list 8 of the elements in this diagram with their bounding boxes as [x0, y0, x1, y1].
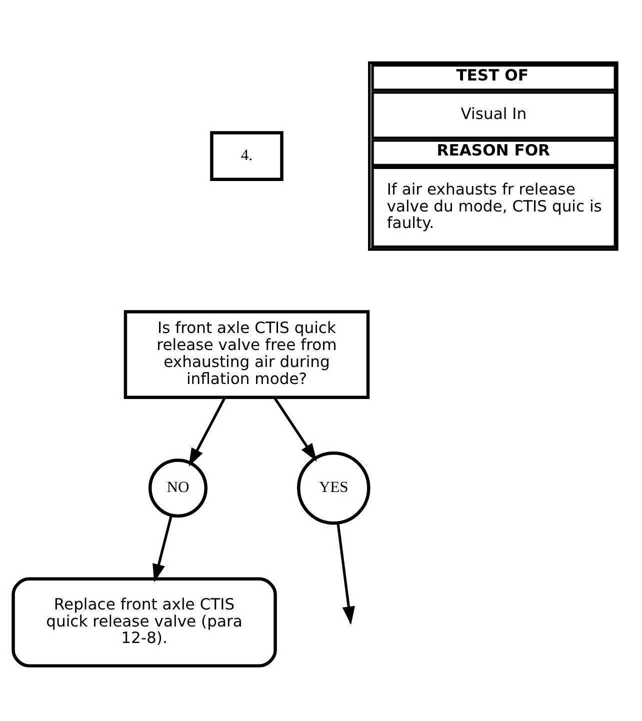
node-box: Is front axle CTIS quick release valve free from exhausting air during inflation mode? [124, 310, 370, 398]
arrow [273, 396, 317, 461]
node-circle: NO [148, 458, 208, 518]
arrow [188, 396, 226, 466]
node-circle: YES [297, 450, 370, 524]
node-box: 4. [210, 130, 284, 181]
node-box: Replace front axle CTIS quick release valve (para 12-8). [12, 576, 277, 667]
arrow [152, 514, 173, 582]
